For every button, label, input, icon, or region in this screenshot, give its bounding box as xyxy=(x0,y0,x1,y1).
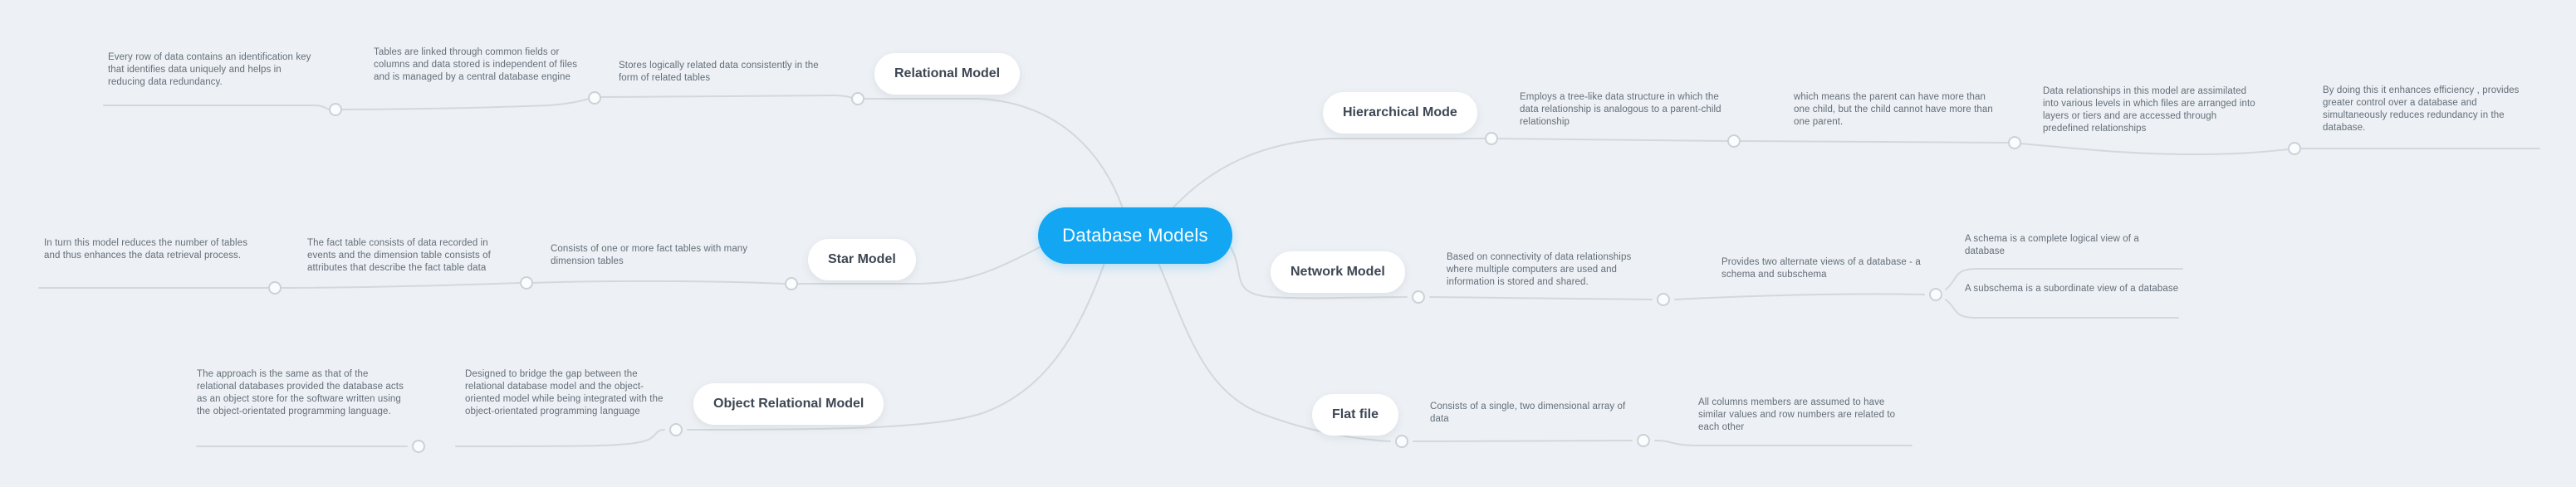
note-hierarchical-parent[interactable]: which means the parent can have more tha… xyxy=(1794,92,1993,127)
note-hierarchical-levels[interactable]: Data relationships in this model are ass… xyxy=(2043,86,2255,134)
note-network-subschema[interactable]: A subschema is a subordinate view of a d… xyxy=(1965,284,2179,294)
node-relational-model[interactable]: Relational Model xyxy=(874,53,1021,95)
note-star-dimension[interactable]: Consists of one or more fact tables with… xyxy=(551,244,748,266)
note-relational-stores[interactable]: Stores logically related data consistent… xyxy=(619,61,819,83)
node-hierarchical-mode[interactable]: Hierarchical Mode xyxy=(1323,92,1477,134)
node-object-relational-model[interactable]: Object Relational Model xyxy=(693,383,884,425)
note-flat-columns[interactable]: All columns members are assumed to have … xyxy=(1698,397,1896,432)
note-hierarchical-tree[interactable]: Employs a tree-like data structure in wh… xyxy=(1520,92,1721,127)
node-star-model[interactable]: Star Model xyxy=(808,239,916,280)
note-hierarchical-benefit[interactable]: By doing this it enhances efficiency , p… xyxy=(2323,85,2520,133)
note-flat-array[interactable]: Consists of a single, two dimensional ar… xyxy=(1430,402,1626,424)
note-network-views[interactable]: Provides two alternate views of a databa… xyxy=(1721,257,1921,280)
note-relational-id-key[interactable]: Every row of data contains an identifica… xyxy=(108,52,311,87)
note-star-retrieval[interactable]: In turn this model reduces the number of… xyxy=(44,238,248,261)
note-star-fact-table[interactable]: The fact table consists of data recorded… xyxy=(307,238,491,273)
note-network-connectivity[interactable]: Based on connectivity of data relationsh… xyxy=(1447,252,1632,287)
note-object-approach[interactable]: The approach is the same as that of the … xyxy=(197,369,404,416)
root-node[interactable]: Database Models xyxy=(1038,207,1232,264)
node-network-model[interactable]: Network Model xyxy=(1271,251,1405,293)
node-flat-file[interactable]: Flat file xyxy=(1312,394,1399,436)
note-relational-linked[interactable]: Tables are linked through common fields … xyxy=(374,47,578,82)
note-object-bridge[interactable]: Designed to bridge the gap between the r… xyxy=(465,369,664,416)
note-network-schema[interactable]: A schema is a complete logical view of a… xyxy=(1965,234,2139,256)
